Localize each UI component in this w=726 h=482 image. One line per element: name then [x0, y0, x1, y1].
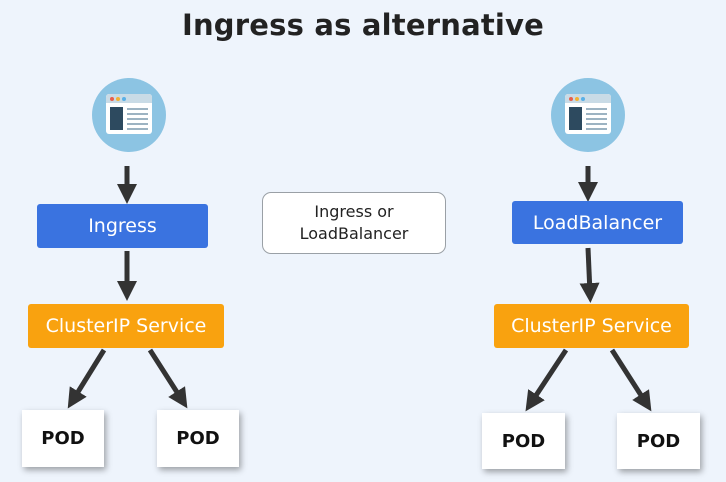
arrow-right-service-to-pod2 — [609, 348, 652, 412]
browser-window-icon — [92, 78, 166, 152]
right-clusterip-service-box: ClusterIP Service — [494, 304, 689, 348]
arrow-right-service-to-pod1 — [525, 348, 569, 412]
loadbalancer-box: LoadBalancer — [512, 201, 683, 244]
ingress-or-loadbalancer-note: Ingress or LoadBalancer — [262, 192, 446, 254]
right-pod-1: POD — [482, 413, 565, 469]
right-pod-2: POD — [617, 413, 700, 469]
page-title: Ingress as alternative — [181, 8, 545, 42]
ingress-box: Ingress — [37, 204, 208, 248]
left-pod-2: POD — [157, 410, 239, 467]
arrow-loadbalancer-to-service — [579, 247, 600, 303]
left-pod-1: POD — [22, 410, 104, 467]
left-clusterip-service-box: ClusterIP Service — [28, 304, 224, 348]
arrow-left-service-to-pod1 — [67, 348, 107, 409]
note-line-2: LoadBalancer — [299, 224, 409, 243]
arrow-left-service-to-pod2 — [147, 348, 188, 409]
browser-window-icon — [551, 78, 625, 152]
note-line-1: Ingress or — [314, 202, 394, 221]
